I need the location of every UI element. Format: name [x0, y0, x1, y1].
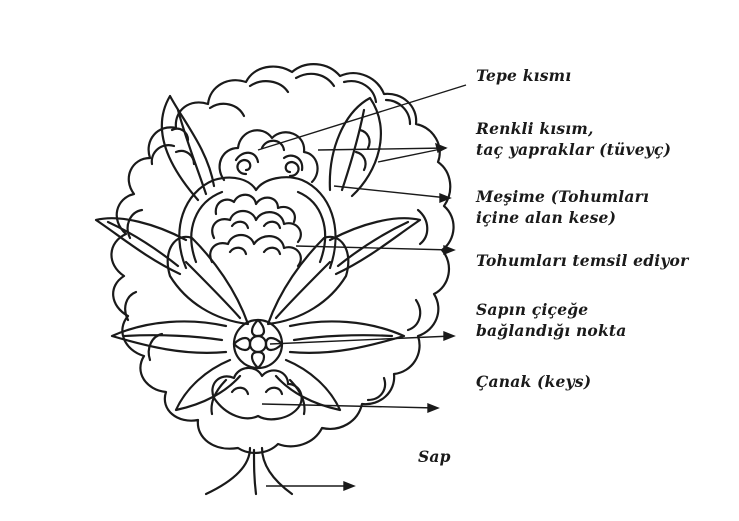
label-sapin-line1: Sapın çiçeğe — [476, 299, 627, 320]
label-tohum-text: Tohumları temsil ediyor — [476, 250, 688, 271]
label-canak: Çanak (keys) — [476, 371, 591, 392]
label-mesime: Meşime (Tohumları içine alan kese) — [476, 186, 649, 228]
label-mesime-line2: içine alan kese) — [476, 207, 649, 228]
leader-renkli-b — [378, 148, 446, 162]
label-renkli-line2: taç yapraklar (tüveyç) — [476, 139, 671, 160]
leader-renkli-a — [318, 148, 446, 150]
label-tepe-text: Tepe kısmı — [476, 65, 571, 86]
label-tepe: Tepe kısmı — [476, 65, 571, 86]
label-renkli-line1: Renkli kısım, — [476, 118, 671, 139]
stem — [206, 448, 250, 494]
leader-canak — [262, 404, 436, 408]
label-canak-text: Çanak (keys) — [476, 371, 591, 392]
label-renkli: Renkli kısım, taç yapraklar (tüveyç) — [476, 118, 671, 160]
label-sapin-line2: bağlandığı nokta — [476, 320, 627, 341]
label-tohum: Tohumları temsil ediyor — [476, 250, 688, 271]
label-sapin: Sapın çiçeğe bağlandığı nokta — [476, 299, 627, 341]
leader-tepe — [258, 85, 466, 150]
label-mesime-line1: Meşime (Tohumları — [476, 186, 649, 207]
leader-tohum — [296, 246, 452, 250]
label-sap: Sap — [418, 446, 451, 467]
label-sap-text: Sap — [418, 446, 451, 467]
